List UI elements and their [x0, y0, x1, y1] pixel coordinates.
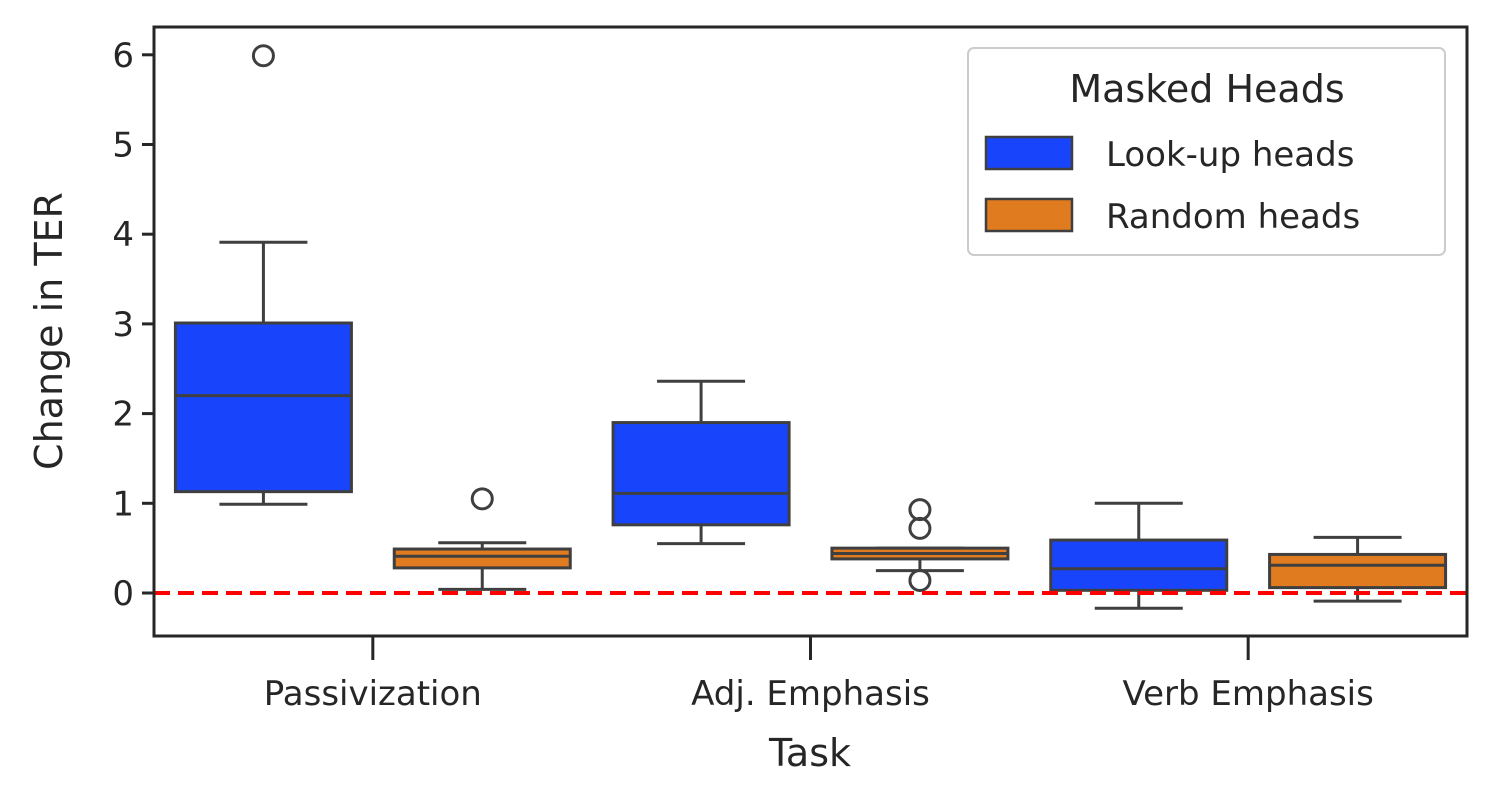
y-tick-label: 1 [112, 484, 134, 524]
y-tick-label: 6 [112, 36, 134, 76]
plot-frame [152, 25, 1469, 638]
outlier-point-look-up-heads [251, 44, 275, 68]
box-look-up-heads [611, 421, 791, 527]
x-tick-label: Adj. Emphasis [691, 674, 930, 714]
legend-swatch-random-heads [984, 197, 1074, 233]
y-tick-label: 5 [112, 126, 134, 166]
y-tick-label: 2 [112, 395, 134, 435]
outlier-point-random-heads [908, 568, 932, 592]
y-tick-label: 4 [112, 215, 134, 255]
legend-frame [967, 47, 1446, 256]
y-tick-label: 0 [112, 574, 134, 614]
legend-label-look-up-heads: Look-up heads [1106, 135, 1354, 175]
outlier-point-random-heads [908, 516, 932, 540]
legend-swatch-look-up-heads [984, 135, 1074, 171]
y-tick-label: 3 [112, 305, 134, 345]
y-axis-title: Change in TER [27, 192, 71, 470]
legend: Masked Heads Look-up heads Random heads [967, 47, 1446, 256]
outlier-point-random-heads [908, 498, 932, 522]
x-tick-label: Passivization [264, 674, 482, 714]
x-tick-label: Verb Emphasis [1122, 674, 1373, 714]
box-random-heads [392, 547, 572, 570]
box-random-heads [1268, 552, 1448, 590]
box-look-up-heads [173, 321, 353, 494]
legend-title: Masked Heads [1069, 67, 1344, 111]
plot-area [154, 44, 1467, 610]
x-axis-title: Task [768, 731, 851, 775]
x-axis: Passivization Adj. Emphasis Verb Emphasis [264, 636, 1374, 714]
legend-label-random-heads: Random heads [1106, 197, 1360, 237]
box-look-up-heads [1049, 538, 1229, 592]
y-axis: 0 1 2 3 4 5 6 [112, 36, 154, 614]
outlier-point-random-heads [470, 487, 494, 511]
